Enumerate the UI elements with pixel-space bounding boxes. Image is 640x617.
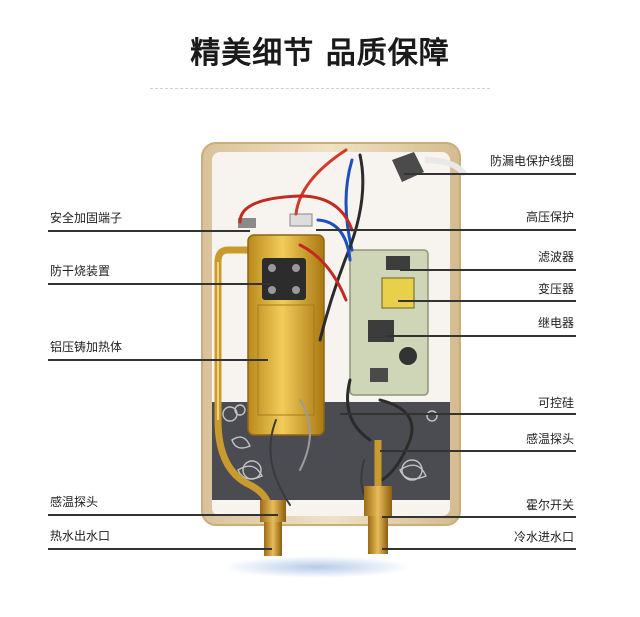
floral-decor — [222, 404, 438, 481]
label-hall-switch: 霍尔开关 — [525, 498, 574, 512]
floor-shadow — [222, 556, 412, 578]
title-divider — [150, 88, 490, 89]
label-safety-terminal: 安全加固端子 — [50, 211, 123, 225]
cold-inlet-fitting — [364, 486, 392, 516]
leader-cold-water-inlet — [382, 548, 576, 550]
label-transformer: 变压器 — [537, 282, 574, 296]
label-cold-water-inlet: 冷水进水口 — [513, 530, 574, 544]
label-temp-probe-right: 感温探头 — [525, 432, 574, 446]
leader-hot-water-outlet — [48, 548, 272, 550]
label-thyristor: 可控硅 — [537, 396, 574, 410]
label-anti-dry-burn: 防干烧装置 — [50, 264, 111, 278]
leader-relay — [386, 335, 576, 337]
leader-anti-dry-burn — [48, 283, 270, 285]
label-leakage-coil: 防漏电保护线圈 — [489, 154, 574, 168]
page-title: 精美细节 品质保障 — [190, 36, 450, 71]
label-relay: 继电器 — [537, 316, 574, 330]
leader-high-voltage-protect — [316, 229, 576, 231]
leader-transformer — [398, 300, 576, 302]
label-hot-water-outlet: 热水出水口 — [50, 529, 111, 543]
terminal-block — [262, 258, 306, 300]
leader-temp-probe-left — [48, 514, 278, 516]
leader-hall-switch — [382, 516, 576, 518]
transformer-part — [381, 277, 415, 309]
label-aluminum-heater: 铝压铸加热体 — [50, 340, 123, 354]
leader-leakage-coil — [404, 173, 576, 175]
leader-temp-probe-right — [380, 450, 576, 452]
leader-filter — [400, 269, 576, 271]
leader-safety-terminal — [48, 230, 250, 232]
wiring — [238, 148, 414, 509]
leader-aluminum-heater — [48, 359, 268, 361]
hot-outlet-fitting — [260, 500, 286, 522]
hot-water-pipe — [214, 246, 274, 519]
relay-part — [368, 320, 394, 342]
leader-thyristor — [340, 413, 576, 415]
label-temp-probe-left: 感温探头 — [50, 495, 99, 509]
label-high-voltage-protect: 高压保护 — [525, 210, 574, 224]
label-filter: 滤波器 — [537, 250, 574, 264]
